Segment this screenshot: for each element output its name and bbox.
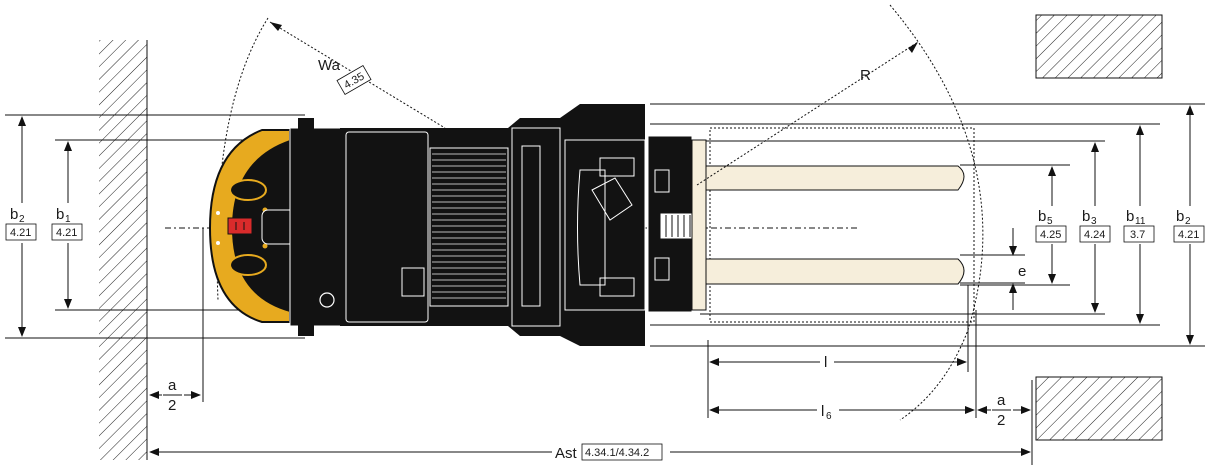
dimension-b5: b 5 4.25 [1034, 166, 1068, 284]
fork-bottom [705, 258, 965, 285]
dimension-r: R [696, 41, 919, 186]
obstacle-top [1035, 14, 1163, 79]
dimension-b2-left: b 2 4.21 [5, 116, 37, 337]
dimension-ast: Ast 4.34.1/4.34.2 [149, 443, 1031, 462]
dimension-b2-right: b 2 4.21 [1172, 105, 1208, 345]
b5-ref: 4.25 [1040, 229, 1061, 241]
b2-right-label: b [1176, 208, 1184, 225]
b2-right-ref: 4.21 [1178, 229, 1199, 241]
b2-left-ref: 4.21 [10, 227, 31, 239]
b2-right-sub: 2 [1185, 216, 1191, 227]
dimension-a-half-right: a 2 [977, 392, 1031, 429]
r-label: R [860, 67, 871, 84]
b5-label: b [1038, 208, 1046, 225]
a-left-num: a [168, 377, 177, 394]
wa-label: Wa [318, 57, 341, 74]
dimension-b11: b 11 3.7 [1122, 125, 1158, 324]
a-right-den: 2 [997, 412, 1005, 429]
l-label: l [824, 354, 827, 371]
b5-sub: 5 [1047, 216, 1053, 227]
b11-label: b [1126, 208, 1134, 225]
fork-top [705, 165, 965, 191]
b11-sub: 11 [1135, 216, 1146, 227]
a-left-den: 2 [168, 397, 176, 414]
e-label: e [1018, 263, 1026, 280]
ast-ref: 4.34.1/4.34.2 [585, 447, 649, 459]
dimension-e: e [1009, 228, 1026, 310]
l6-label: l [821, 403, 824, 420]
ast-label: Ast [555, 445, 578, 462]
b1-sub: 1 [65, 214, 71, 225]
dimension-b1: b 1 4.21 [51, 141, 84, 309]
b2-left-sub: 2 [19, 214, 25, 225]
b1-ref: 4.21 [56, 227, 77, 239]
battery-vents [429, 147, 509, 307]
wall [99, 40, 148, 460]
obstacle-bottom [1035, 376, 1163, 441]
b3-ref: 4.24 [1084, 229, 1105, 241]
l6-sub: 6 [826, 411, 832, 422]
dimension-l6: l 6 [709, 400, 975, 422]
dimension-wa: Wa 4.35 [269, 21, 446, 129]
dimension-a-half-left: a 2 [149, 228, 204, 414]
dimension-l: l [709, 352, 967, 372]
b1-label: b [56, 206, 64, 223]
emergency-stop-icon [227, 217, 253, 235]
truck [208, 104, 975, 346]
b11-ref: 3.7 [1130, 229, 1145, 241]
turning-arc-left [216, 17, 269, 301]
dimension-b3: b 3 4.24 [1078, 142, 1112, 313]
b2-left-label: b [10, 206, 18, 223]
b3-sub: 3 [1091, 216, 1097, 227]
a-right-num: a [997, 392, 1006, 409]
b3-label: b [1082, 208, 1090, 225]
turning-arc-right [889, 4, 984, 421]
